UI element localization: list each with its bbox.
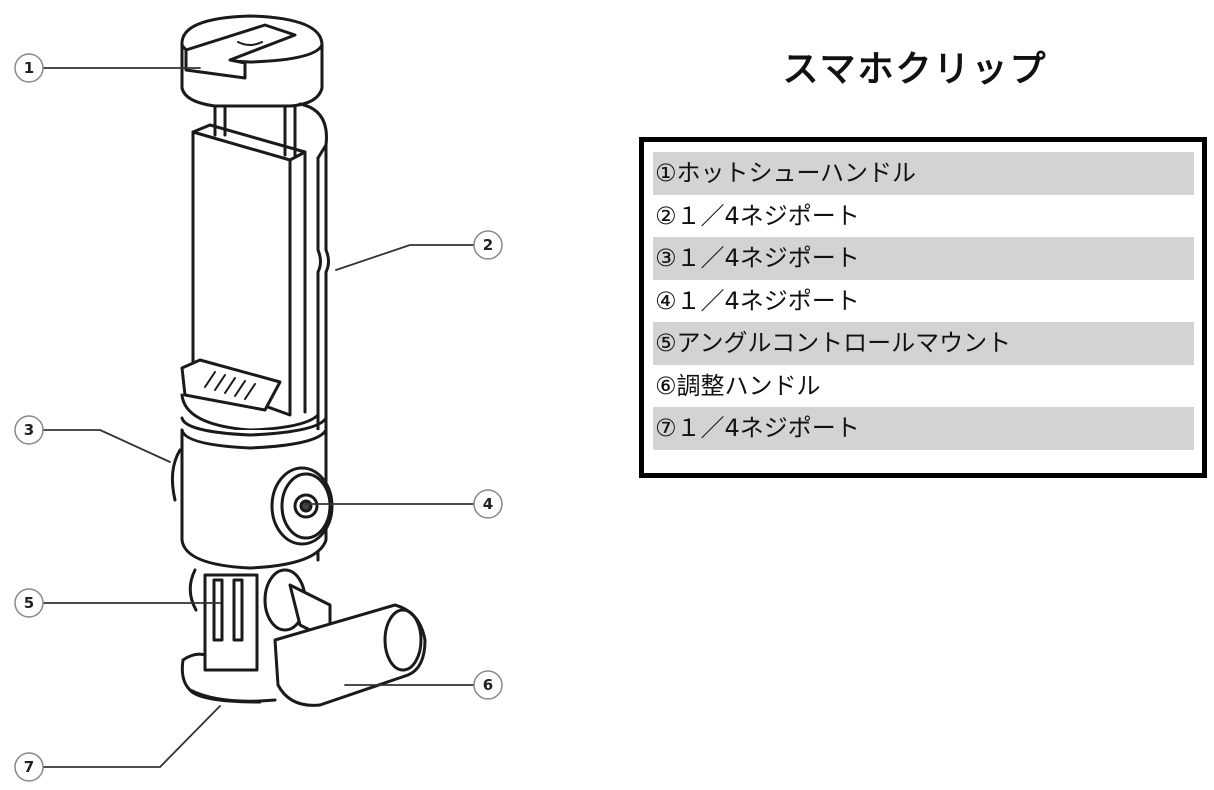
parts-list-item: ①ホットシューハンドル [653, 152, 1194, 195]
leader-line-7 [41, 705, 221, 768]
callout-number-3: 3 [24, 421, 34, 439]
clamp-body [180, 123, 330, 562]
parts-list-item: ③１／4ネジポート [653, 237, 1194, 280]
callout-number-4: 4 [483, 495, 493, 513]
callout-number-2: 2 [483, 236, 493, 254]
parts-list-item: ⑥調整ハンドル [655, 371, 821, 400]
callout-circle-2 [473, 230, 503, 260]
callout-number-1: 1 [24, 59, 34, 77]
callout-circle-1 [14, 53, 44, 83]
adjust-handle [273, 583, 427, 707]
leader-line-3 [41, 429, 171, 463]
angle-control-mount [188, 568, 307, 672]
base-plate [180, 652, 277, 704]
parts-list-item: ②１／4ネジポート [655, 201, 860, 230]
parts-list-item: ⑤アングルコントロールマウント [653, 322, 1194, 365]
callout-number-6: 6 [483, 676, 493, 694]
hot-shoe-handle [180, 14, 324, 108]
callout-circle-3 [14, 415, 44, 445]
callout-circle-6 [473, 670, 503, 700]
product-title: スマホクリップ [782, 49, 1048, 90]
callout-circle-5 [14, 588, 44, 618]
leader-line-2 [335, 244, 476, 271]
callout-number-5: 5 [24, 594, 34, 612]
parts-list-item: ⑦１／4ネジポート [653, 407, 1194, 450]
parts-list-item: ④１／4ネジポート [655, 286, 860, 315]
phone-clip-illustration: 1 2 3 4 5 6 7 [14, 14, 503, 782]
callout-circle-4 [473, 489, 503, 519]
screw-port-knob [270, 466, 334, 546]
callout-number-7: 7 [24, 758, 34, 776]
parts-list: ①ホットシューハンドル ②１／4ネジポート ③１／4ネジポート ④１／4ネジポー… [639, 137, 1207, 478]
callout-circle-7 [14, 752, 44, 782]
